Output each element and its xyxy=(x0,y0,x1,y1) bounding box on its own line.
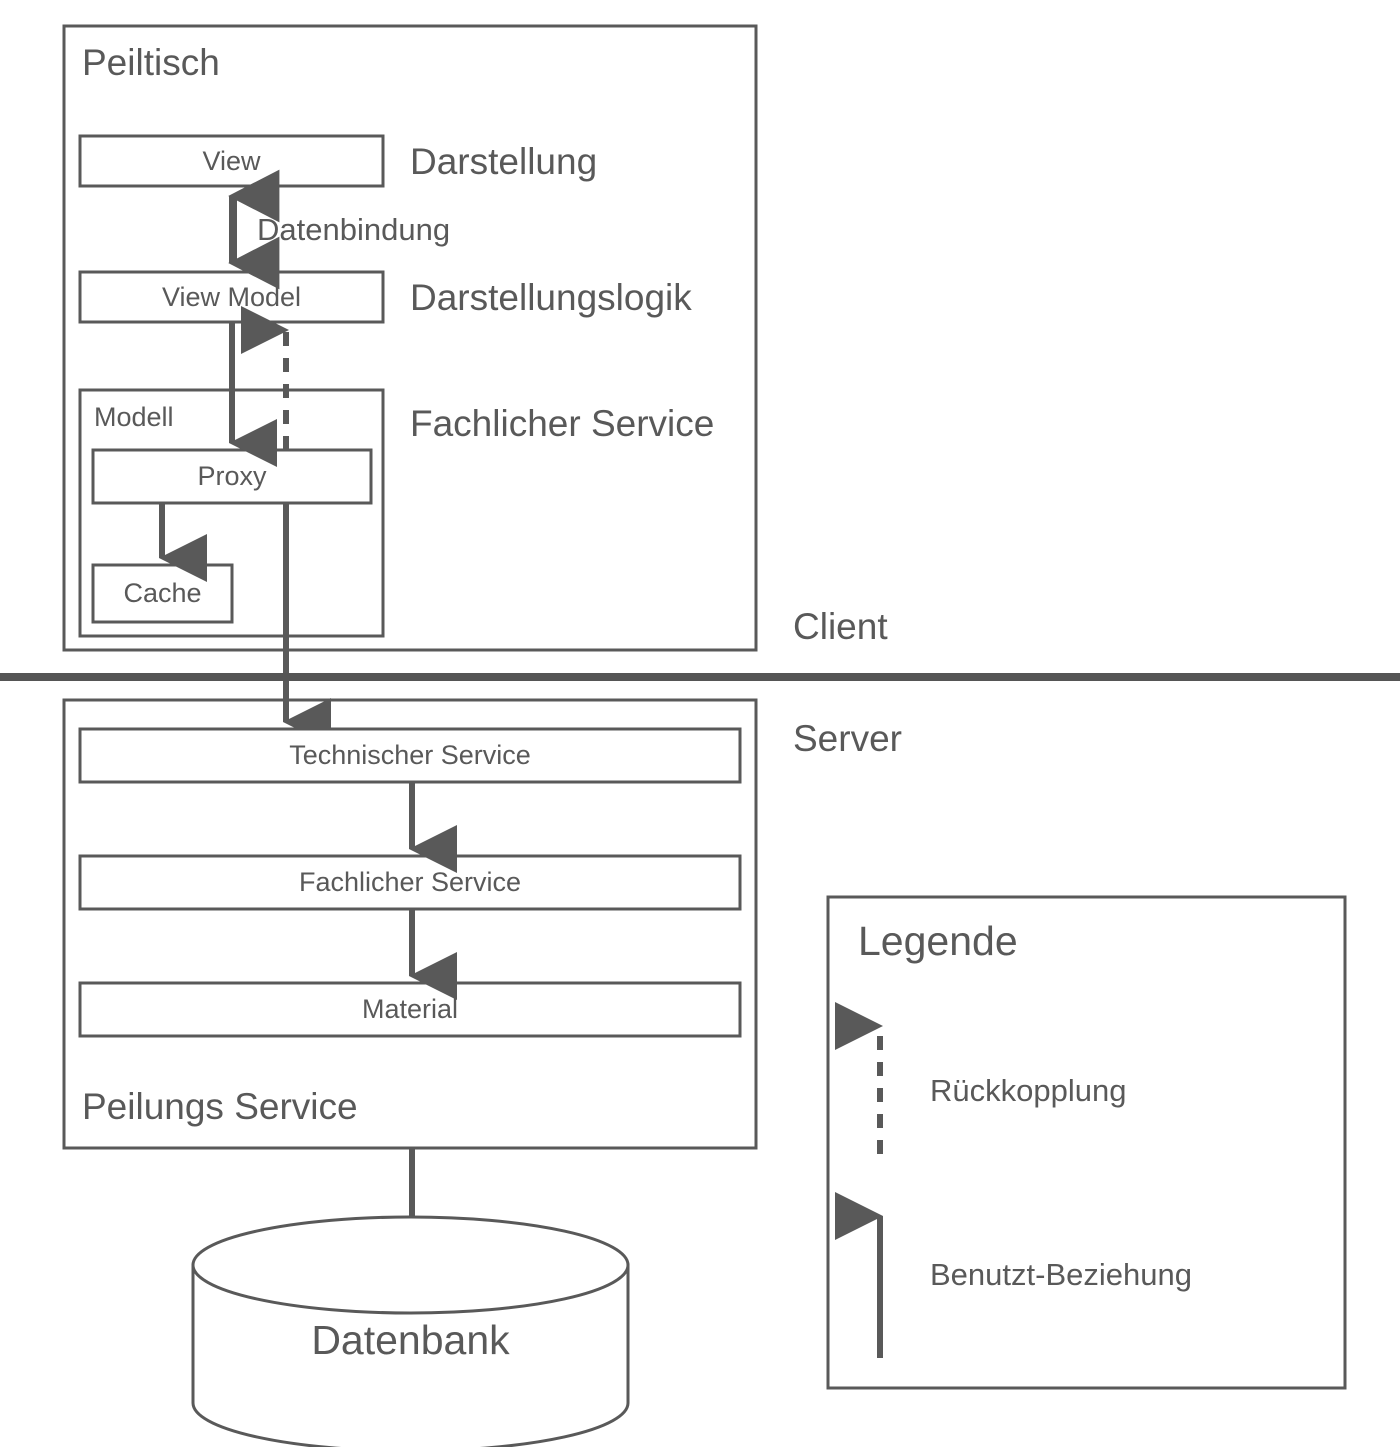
legend-item-label-benutzt-beziehung: Benutzt-Beziehung xyxy=(930,1257,1192,1292)
material-node[interactable] xyxy=(78,981,742,1038)
zone-label-server: Server xyxy=(793,718,902,759)
side-label-fachlicher-service: Fachlicher Service xyxy=(410,403,715,444)
proxy-node[interactable] xyxy=(91,448,373,505)
view-node[interactable] xyxy=(78,134,385,188)
fachlicher-service-node[interactable] xyxy=(78,854,742,911)
modell-node-label: Modell xyxy=(94,402,174,432)
side-label-darstellungslogik: Darstellungslogik xyxy=(410,277,692,318)
side-label-darstellung: Darstellung xyxy=(410,141,598,182)
cache-node[interactable] xyxy=(91,563,234,624)
edge-label-datenbindung: Datenbindung xyxy=(257,212,451,247)
peiltisch-container-label: Peiltisch xyxy=(82,42,220,83)
legend-title: Legende xyxy=(858,918,1018,964)
legend-container xyxy=(826,895,1347,1390)
database-cylinder[interactable] xyxy=(191,1215,630,1447)
zone-label-client: Client xyxy=(793,606,888,647)
peiltisch-container xyxy=(62,24,758,652)
technischer-service-node[interactable] xyxy=(78,727,742,784)
legend-item-label-rueckkopplung: Rückkopplung xyxy=(930,1073,1127,1108)
view-model-node[interactable] xyxy=(78,270,385,324)
peilungs-service-container-label: Peilungs Service xyxy=(82,1086,358,1127)
